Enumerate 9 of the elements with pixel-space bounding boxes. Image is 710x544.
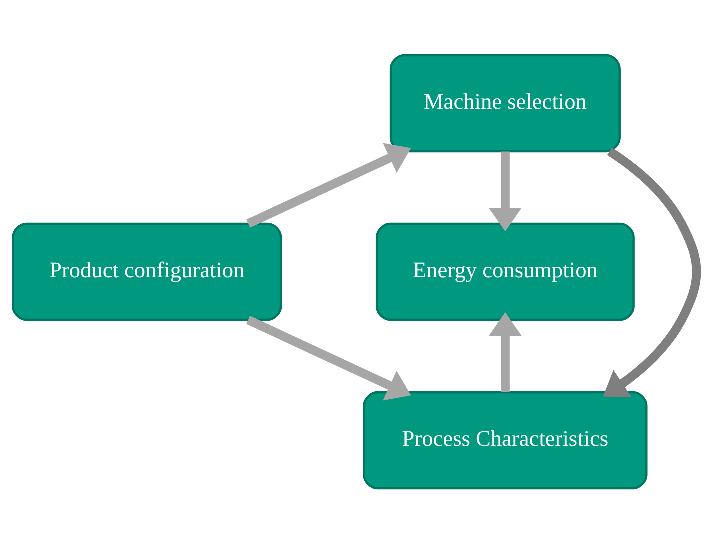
arrow xyxy=(603,148,702,398)
arrow xyxy=(489,312,522,392)
node-box: Energy consumption xyxy=(376,222,635,322)
arrow xyxy=(489,152,522,232)
node-box: Product configuration xyxy=(12,222,282,322)
node-box: Process Characteristics xyxy=(363,391,648,490)
arrow xyxy=(246,316,412,401)
node-box: Machine selection xyxy=(390,54,621,153)
arrow xyxy=(246,143,412,228)
